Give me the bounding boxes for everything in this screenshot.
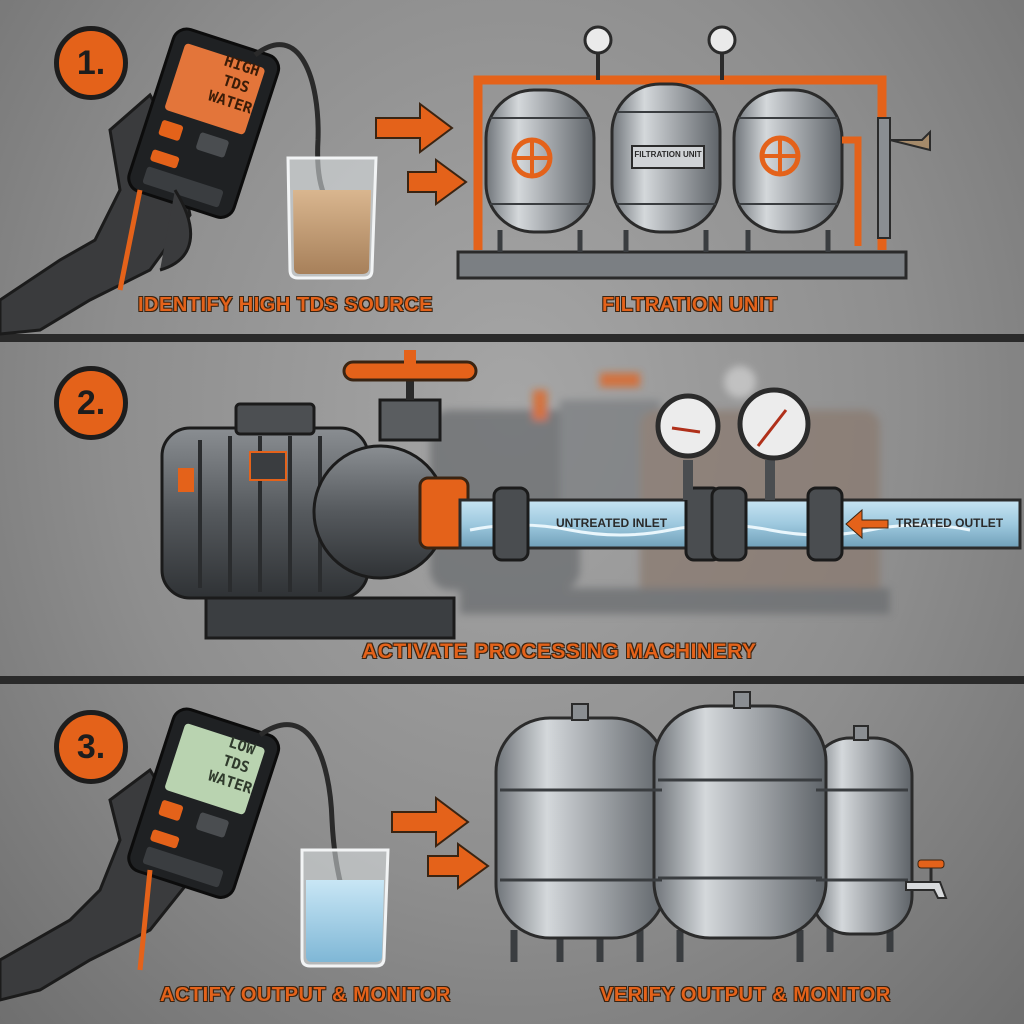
label-verify-output: VERIFY OUTPUT & MONITOR [600, 984, 891, 1006]
storage-tanks [494, 691, 948, 962]
step-number-1: 1. [54, 26, 128, 100]
inlet-label: UNTREATED INLET [556, 516, 668, 530]
tank-placard: FILTRATION UNIT [634, 150, 702, 159]
divider-2 [0, 676, 1024, 684]
outlet-label: TREATED OUTLET [896, 516, 1004, 530]
pipe-line [458, 387, 1022, 562]
hand-meter-3 [0, 707, 345, 1002]
arrows-1 [375, 102, 468, 206]
label-identify-source: IDENTIFY HIGH TDS SOURCE [138, 294, 433, 316]
beaker-dirty [286, 156, 378, 280]
hand-meter-1 [0, 27, 329, 336]
label-filtration-unit: FILTRATION UNIT [602, 294, 778, 316]
label-actify-output: ACTIFY OUTPUT & MONITOR [160, 984, 451, 1006]
label-activate-machinery: ACTIVATE PROCESSING MACHINERY [362, 640, 757, 663]
step-number-2: 2. [54, 366, 128, 440]
filtration-unit [456, 25, 931, 280]
divider-1 [0, 334, 1024, 342]
step-number-3: 3. [54, 710, 128, 784]
arrows-3 [391, 796, 490, 890]
pump-motor [160, 350, 478, 640]
beaker-clean [300, 848, 390, 968]
